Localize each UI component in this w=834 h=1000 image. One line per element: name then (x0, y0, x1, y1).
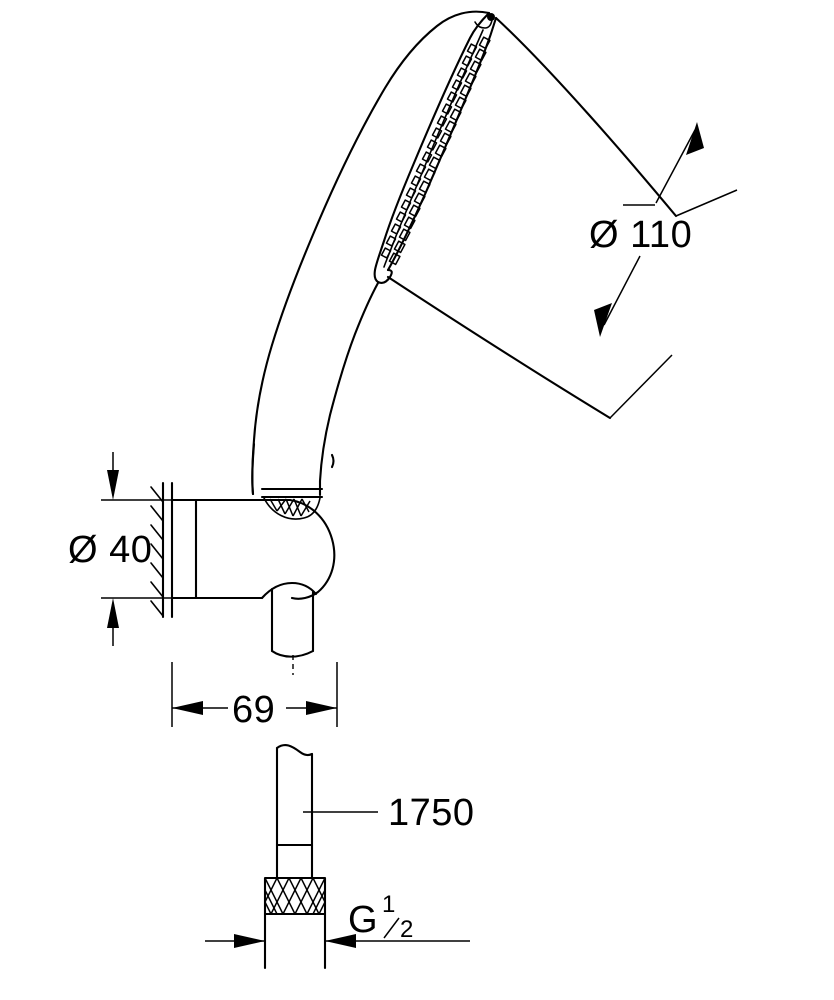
head-back-outline (251, 10, 491, 496)
gthread-arrow-left (234, 934, 265, 948)
wall-hatch-ticks (150, 486, 164, 617)
bracket-lower-scoop (260, 581, 318, 600)
gthread-fraction-denominator: 2 (400, 916, 413, 943)
face-apex-marker (487, 13, 495, 21)
dimension-diameter-40: Ø 40 (68, 452, 196, 646)
handle-knurl-arc (263, 497, 321, 520)
dim1750-label: 1750 (388, 792, 475, 834)
dim110-extension-lower (609, 354, 673, 419)
dim40-arrow-top (107, 470, 119, 500)
face-top-notch (474, 19, 493, 29)
dimension-diameter-110: Ø 110 (589, 122, 738, 419)
gthread-arrow-right (325, 934, 356, 948)
dim110-line-lower-seg (603, 255, 641, 326)
hose-nut-knurl-texture (264, 877, 326, 915)
head-body-lower-outline (386, 275, 612, 420)
gthread-fraction-bar (383, 917, 400, 939)
handle-right-outline (318, 281, 380, 497)
face-bottom-corner (373, 268, 393, 284)
dim40-label: Ø 40 (68, 529, 152, 571)
handle-left-outline (251, 442, 256, 496)
handle-side-detail (330, 453, 335, 469)
dim110-arrow-upper (686, 122, 704, 155)
shower-hose-group (263, 743, 327, 970)
bracket-stub-bottom (270, 649, 315, 658)
spray-face-lip-outline (373, 11, 491, 272)
dim69-arrow-left (172, 701, 203, 715)
gthread-fraction-numerator: 1 (382, 891, 395, 918)
head-body-right-outline (494, 16, 678, 218)
shower-head-group (251, 10, 678, 520)
dim110-extension-upper (675, 189, 738, 217)
hose-break-line (275, 743, 314, 757)
dim110-label: Ø 110 (589, 214, 692, 256)
dim40-arrow-bottom (107, 598, 119, 628)
dimension-thread-g-half: G 1 2 (205, 891, 470, 948)
dim110-arrow-lower (594, 303, 612, 337)
dimension-1750: 1750 (303, 792, 475, 834)
spray-nozzle-perforations (380, 36, 491, 266)
bracket-nose-outline (288, 498, 336, 600)
wall-section-group (150, 481, 174, 619)
dim110-line-upper-seg (655, 129, 696, 204)
dim69-label: 69 (232, 689, 275, 731)
dim69-arrow-right (306, 701, 337, 715)
gthread-symbol-label: G (348, 899, 378, 941)
dimension-69: 69 (171, 662, 338, 731)
